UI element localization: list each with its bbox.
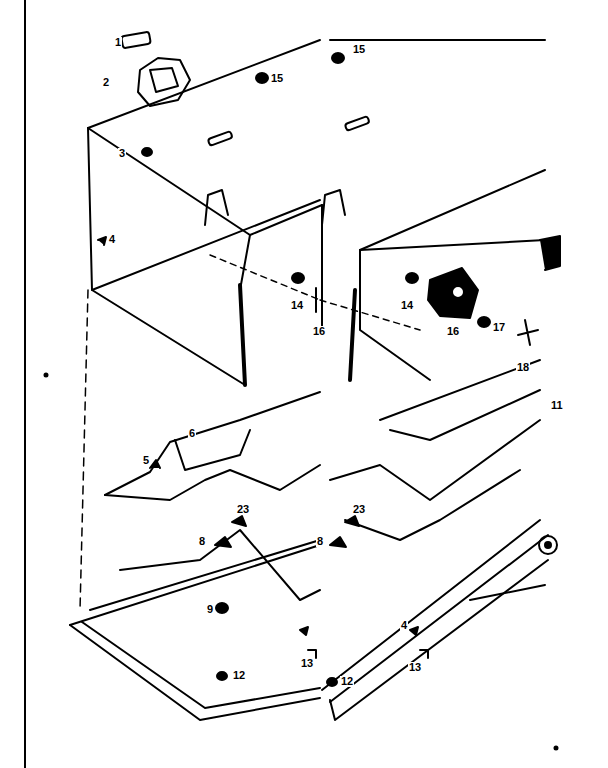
callout-number: 17 bbox=[492, 322, 506, 333]
callout-number: 1 bbox=[114, 37, 122, 48]
callout-number: 8 bbox=[316, 536, 324, 547]
callout-number: 9 bbox=[206, 604, 214, 615]
callout-number: 15 bbox=[270, 73, 284, 84]
callout-number: 12 bbox=[340, 676, 354, 687]
callout-number: 2 bbox=[102, 77, 110, 88]
callout-number: 23 bbox=[352, 504, 366, 515]
callout-number: 12 bbox=[232, 670, 246, 681]
callout-number: 23 bbox=[236, 504, 250, 515]
callout-number: 18 bbox=[516, 362, 530, 373]
callout-number: 15 bbox=[352, 44, 366, 55]
callout-number: 14 bbox=[290, 300, 304, 311]
callout-number: 13 bbox=[300, 658, 314, 669]
callout-number: 13 bbox=[408, 662, 422, 673]
callout-number: 4 bbox=[108, 234, 116, 245]
callout-number: 6 bbox=[188, 428, 196, 439]
callout-number: 14 bbox=[400, 300, 414, 311]
callout-number: 5 bbox=[142, 455, 150, 466]
callout-number: 8 bbox=[198, 536, 206, 547]
callout-number: 3 bbox=[118, 148, 126, 159]
callout-number: 4 bbox=[400, 620, 408, 631]
callout-number: 11 bbox=[550, 400, 564, 411]
callout-number: 16 bbox=[312, 326, 326, 337]
callout-number: 16 bbox=[446, 326, 460, 337]
